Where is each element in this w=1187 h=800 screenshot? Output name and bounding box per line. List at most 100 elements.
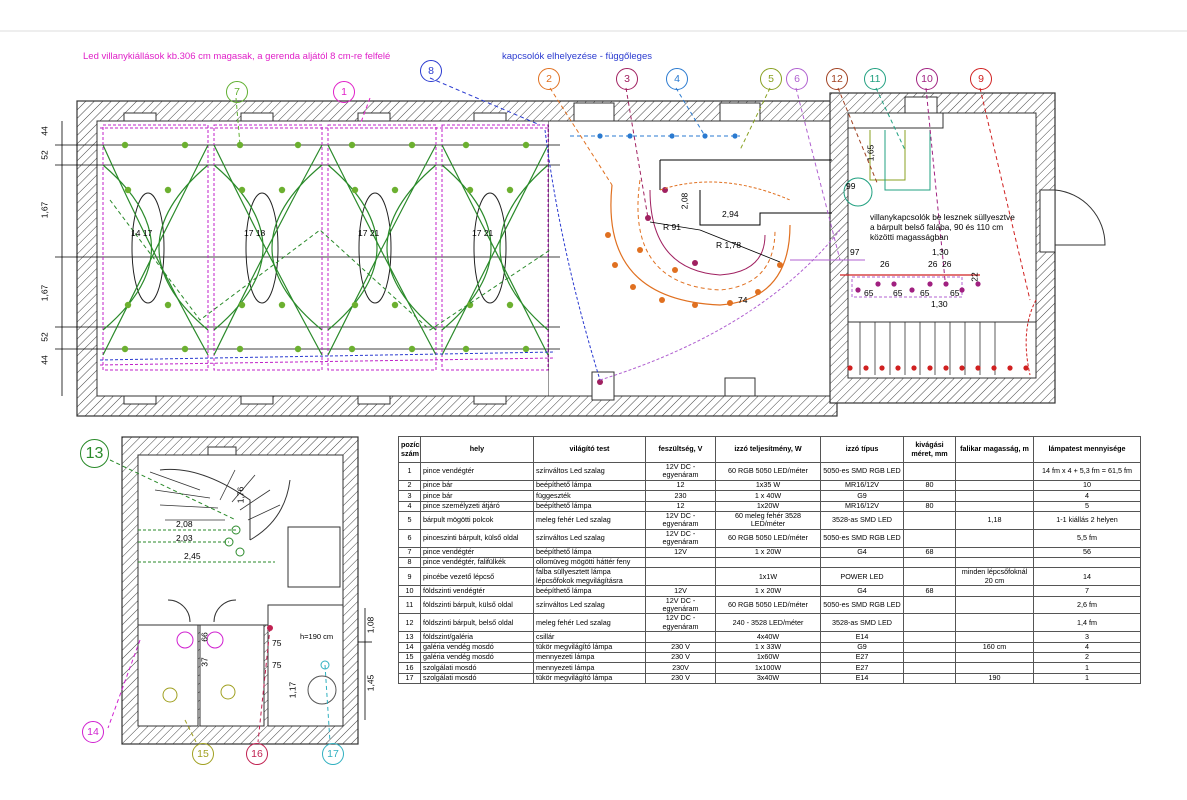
table-cell: 230 V: [645, 641, 716, 654]
table-cell: földszint/galéria: [420, 631, 534, 643]
dim-label: 97: [850, 247, 860, 257]
table-cell: 12V: [645, 585, 716, 597]
dim-label: 26: [928, 259, 938, 269]
table-cell: 230V: [645, 662, 716, 674]
callout-leaders: [235, 77, 1031, 301]
table-cell: [903, 672, 956, 685]
table-header: falikar magasság, m: [955, 436, 1034, 463]
switch-placement-note: kapcsolók elhelyezése - függőleges: [502, 51, 652, 62]
dim-label: 65: [864, 288, 874, 298]
dim-label: 65: [893, 288, 903, 298]
table-cell: [955, 462, 1034, 481]
bar-switch-note-line: közötti magasságban: [870, 232, 949, 242]
table-cell: [903, 662, 956, 674]
table-cell: 1x35 W: [715, 479, 821, 492]
table-cell: [903, 651, 956, 664]
table-cell: E27: [820, 651, 904, 664]
table-cell: 7: [398, 546, 421, 559]
table-cell: 1,18: [955, 510, 1034, 530]
table-cell: 60 meleg fehér 3528 LED/méter: [715, 510, 821, 530]
table-cell: beépíthető lámpa: [533, 585, 646, 597]
table-cell: minden lépcsőfoknál 20 cm: [955, 567, 1034, 587]
table-cell: 3x40W: [715, 672, 821, 685]
table-cell: 4: [1033, 641, 1141, 654]
table-cell: [903, 556, 956, 569]
table-header: izzó típus: [820, 436, 904, 463]
table-cell: 1: [1033, 662, 1141, 674]
table-cell: galéria vendég mosdó: [420, 641, 534, 654]
table-cell: 3528-as SMD LED: [820, 510, 904, 530]
table-cell: 68: [903, 546, 956, 559]
dim-label: 1,65: [865, 144, 876, 162]
table-cell: meleg fehér Led szalag: [533, 613, 646, 633]
table-cell: 1x1W: [715, 567, 821, 587]
table-cell: pince személyzeti átjáró: [420, 500, 534, 513]
dim-label: 75: [272, 660, 282, 670]
table-cell: [955, 585, 1034, 597]
dim-label: R 1,78: [716, 240, 742, 250]
table-cell: 12: [645, 500, 716, 513]
table-cell: 9: [398, 567, 421, 587]
table-cell: [903, 510, 956, 530]
table-cell: beépíthető lámpa: [533, 546, 646, 559]
table-cell: földszinti bárpult, belső oldal: [420, 613, 534, 633]
callout-16: 16: [246, 743, 268, 765]
table-cell: G9: [820, 490, 904, 502]
table-cell: pince bár: [420, 490, 534, 502]
dim-label: 17 21: [472, 228, 494, 238]
table-cell: ollomüveg mögötti háttér feny: [533, 556, 646, 569]
table-cell: [955, 556, 1034, 569]
table-cell: 2: [1033, 651, 1141, 664]
callout-14: 14: [82, 721, 104, 743]
table-cell: 80: [903, 479, 956, 492]
table-cell: [903, 462, 956, 481]
dim-label: 2,45: [184, 551, 201, 561]
table-cell: [955, 500, 1034, 513]
table-cell: 230 V: [645, 651, 716, 664]
bar-switch-note: villanykapcsolók be lesznek süllyesztve …: [870, 212, 1015, 242]
callout-9: 9: [970, 68, 992, 90]
dim-label: 66: [199, 632, 210, 642]
table-cell: [903, 613, 956, 633]
table-cell: 190: [955, 672, 1034, 685]
table-cell: 10: [1033, 479, 1141, 492]
dim-label: 65: [950, 288, 960, 298]
dim-label: h=190 cm: [300, 632, 334, 641]
table-cell: [903, 567, 956, 587]
table-cell: 230 V: [645, 672, 716, 685]
table-cell: [903, 641, 956, 654]
table-cell: 5: [1033, 500, 1141, 513]
table-cell: G9: [820, 641, 904, 654]
dim-label: 37: [199, 657, 210, 667]
dim-label: 99: [846, 181, 856, 191]
table-cell: mennyezeti lámpa: [533, 662, 646, 674]
table-cell: 5: [398, 510, 421, 530]
dim-label: 44: [39, 355, 50, 365]
table-cell: 1x60W: [715, 651, 821, 664]
table-cell: 1: [1033, 672, 1141, 685]
bar-switch-note-line: villanykapcsolók be lesznek süllyesztve: [870, 212, 1015, 222]
table-cell: [955, 490, 1034, 502]
table-cell: [955, 651, 1034, 664]
callout-7: 7: [226, 81, 248, 103]
table-header: világító test: [533, 436, 646, 463]
table-cell: 160 cm: [955, 641, 1034, 654]
dim-label: 17 21: [358, 228, 380, 238]
table-cell: [955, 662, 1034, 674]
table-cell: [903, 595, 956, 615]
table-cell: 14: [398, 641, 421, 654]
callout-8: 8: [420, 60, 442, 82]
table-cell: 5050-es SMD RGB LED: [820, 462, 904, 481]
table-cell: függeszték: [533, 490, 646, 502]
beam-lines: [55, 121, 560, 396]
table-cell: csillár: [533, 631, 646, 643]
table-cell: 15: [398, 651, 421, 664]
dim-label: 1,67: [39, 284, 50, 302]
table-cell: [645, 567, 716, 587]
table-cell: MR16/12V: [820, 479, 904, 492]
